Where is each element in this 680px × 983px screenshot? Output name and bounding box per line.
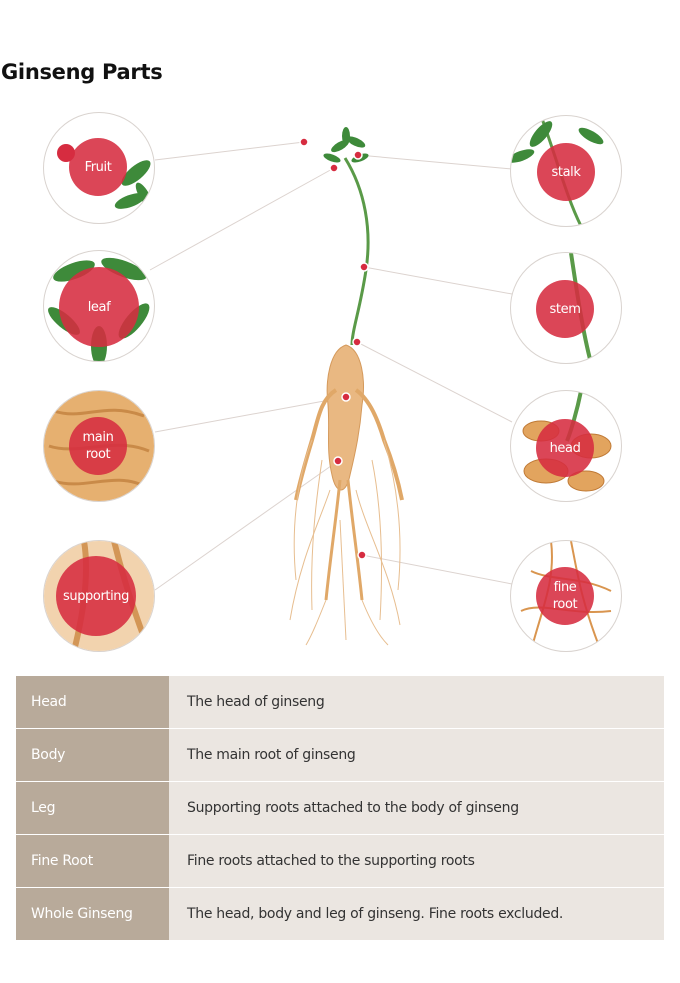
row-description: The head, body and leg of ginseng. Fine … bbox=[169, 887, 664, 941]
table-row: Leg Supporting roots attached to the bod… bbox=[16, 781, 664, 835]
table-row: Head The head of ginseng bbox=[16, 676, 664, 729]
row-label: Body bbox=[16, 728, 169, 782]
row-label: Head bbox=[16, 676, 169, 729]
row-label: Fine Root bbox=[16, 834, 169, 888]
marker-dots bbox=[299, 137, 369, 560]
ginseng-illustration bbox=[149, 127, 513, 646]
row-description: Supporting roots attached to the body of… bbox=[169, 781, 664, 835]
badge-fruit: Fruit bbox=[69, 138, 127, 196]
fine-roots bbox=[289, 439, 401, 646]
part-stalk: stalk bbox=[510, 115, 622, 227]
top-leaves bbox=[323, 127, 369, 163]
row-label: Whole Ginseng bbox=[16, 887, 169, 941]
stem-shape bbox=[343, 157, 370, 346]
row-description: The head of ginseng bbox=[169, 676, 664, 729]
part-fruit: Fruit bbox=[43, 112, 155, 224]
row-description: Fine roots attached to the supporting ro… bbox=[169, 834, 664, 888]
connector-lines bbox=[149, 141, 513, 591]
part-head: head bbox=[510, 390, 622, 502]
row-label: Leg bbox=[16, 781, 169, 835]
table-row: Body The main root of ginseng bbox=[16, 728, 664, 782]
badge-leaf: leaf bbox=[59, 267, 139, 347]
fruit-image bbox=[57, 144, 153, 209]
badge-stem: stem bbox=[536, 280, 594, 338]
part-leaf: leaf bbox=[43, 250, 155, 362]
table-row: Whole Ginseng The head, body and leg of … bbox=[16, 887, 664, 941]
part-stem: stem bbox=[510, 252, 622, 364]
badge-supporting: supporting bbox=[56, 556, 136, 636]
row-description: The main root of ginseng bbox=[169, 728, 664, 782]
table-row: Fine Root Fine roots attached to the sup… bbox=[16, 834, 664, 888]
badge-stalk: stalk bbox=[537, 143, 595, 201]
badge-head: head bbox=[536, 419, 594, 477]
part-supporting: supporting bbox=[43, 540, 155, 652]
page-title: Ginseng Parts bbox=[1, 60, 163, 84]
parts-table: Head The head of ginseng Body The main r… bbox=[16, 676, 664, 941]
